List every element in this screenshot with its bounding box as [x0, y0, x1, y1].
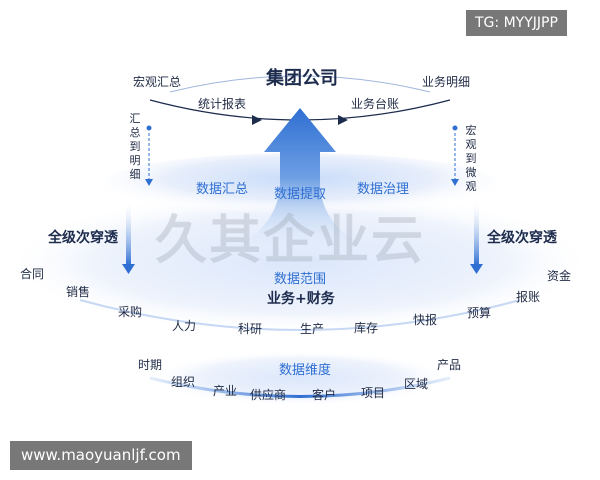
macro-summary-label: 宏观汇总: [133, 75, 182, 89]
left-penetration-arrow-icon: [122, 264, 135, 274]
data-range-title: 数据范围: [274, 272, 327, 287]
dimension-item: 产品: [437, 358, 462, 372]
extract-up-arrow-icon: [180, 108, 420, 262]
data-extraction-label: 数据提取: [274, 187, 327, 202]
range-item: 快报: [413, 313, 438, 327]
right-penetration-arrow-icon: [470, 264, 483, 274]
url-tag: www.maoyuanljf.com: [10, 441, 192, 470]
right-vertical-dot-icon: [452, 125, 458, 131]
right-vertical-arrow-icon: [451, 179, 459, 186]
right-orbit-arrow-icon: [338, 115, 348, 125]
range-item: 合同: [20, 267, 45, 281]
watermark: 久其企业云: [155, 211, 426, 271]
summary-to-detail-label: 汇总到明细: [129, 112, 141, 181]
data-dimension-title: 数据维度: [279, 363, 332, 378]
dimension-ring: [149, 376, 451, 398]
dimension-item: 组织: [171, 375, 196, 389]
left-penetration-bar: [126, 203, 131, 265]
dimension-item: 客户: [312, 388, 337, 402]
dimension-item: 产业: [213, 384, 238, 398]
data-range-subtitle: 业务+财务: [267, 291, 335, 307]
statistical-report-label: 统计报表: [198, 97, 247, 111]
left-vertical-dot-icon: [146, 125, 152, 131]
right-penetration-bar: [474, 203, 479, 265]
range-item: 采购: [118, 305, 143, 319]
dimension-item: 时期: [138, 358, 163, 372]
business-detail-label: 业务明细: [422, 75, 471, 89]
range-item: 销售: [66, 285, 91, 299]
range-item: 预算: [467, 306, 492, 320]
range-item: 科研: [238, 322, 263, 336]
range-item: 报账: [516, 290, 541, 304]
range-item: 库存: [354, 321, 379, 335]
range-item: 生产: [300, 322, 325, 336]
left-orbit-arrow-icon: [252, 115, 262, 125]
corner-tag: TG: MYYJJPP: [466, 10, 567, 36]
right-penetration-label: 全级次穿透: [487, 230, 557, 246]
macro-to-micro-label: 宏观到微观: [465, 124, 477, 193]
range-item: 人力: [172, 319, 197, 333]
dimension-item: 区域: [404, 377, 429, 391]
data-governance-label: 数据治理: [357, 182, 410, 197]
left-vertical-arrow-icon: [145, 179, 153, 186]
range-ring: [79, 299, 521, 331]
range-item: 资金: [547, 269, 572, 283]
business-ledger-label: 业务台账: [351, 97, 400, 111]
dimension-item: 项目: [361, 386, 386, 400]
data-summary-label: 数据汇总: [196, 182, 249, 197]
group-company-title: 集团公司: [266, 68, 338, 89]
left-penetration-label: 全级次穿透: [48, 230, 118, 246]
top-orbit-back: [169, 75, 431, 93]
dimension-item: 供应商: [250, 388, 287, 402]
